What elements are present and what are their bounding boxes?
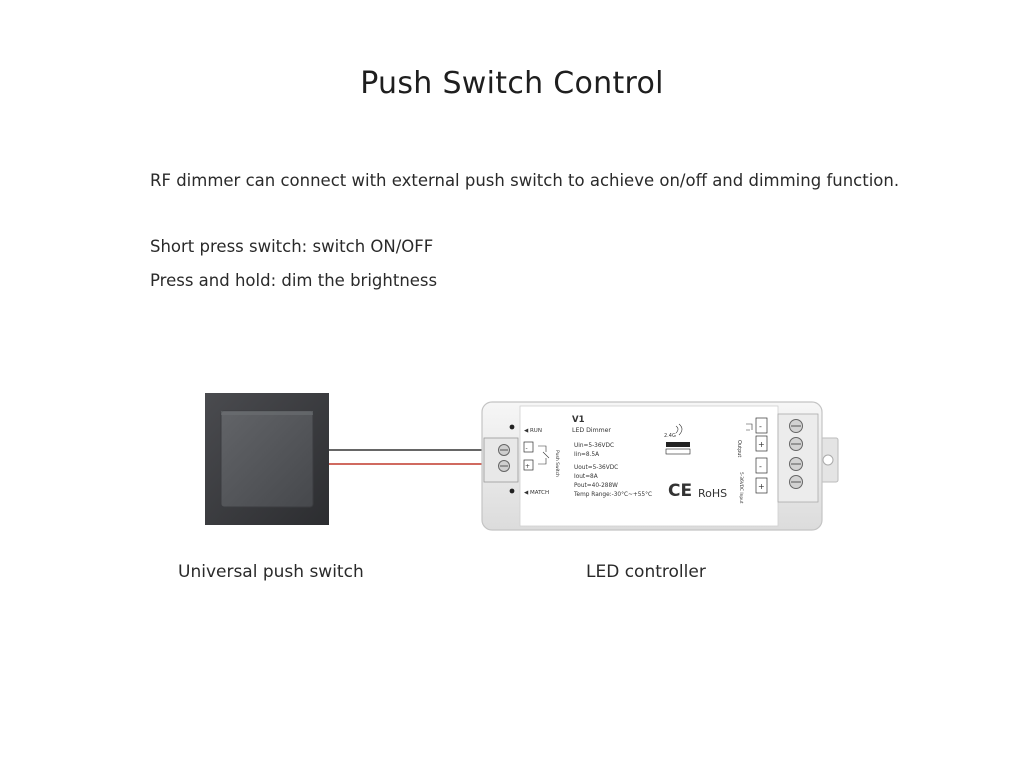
svg-text:+: + — [525, 463, 530, 470]
svg-text:+: + — [758, 440, 765, 449]
wires — [329, 449, 488, 465]
spec-uin: Uin=5-36VDC — [574, 443, 614, 449]
output-label: Output — [736, 440, 742, 457]
spec-temp-range: Temp Range:-30°C~+55°C — [573, 492, 652, 498]
controller-label-panel — [519, 405, 779, 527]
svg-text:-: - — [759, 462, 762, 471]
wireless-icon — [675, 423, 683, 436]
description-text: RF dimmer can connect with external push… — [150, 171, 900, 190]
svg-text:+: + — [758, 482, 765, 491]
spec-uout: Uout=5-36VDC — [574, 465, 618, 471]
instruction-press-hold: Press and hold: dim the brightness — [150, 271, 438, 290]
product-name: LED Dimmer — [572, 427, 611, 434]
svg-text:-: - — [526, 445, 528, 452]
led-controller-image: ◀ RUN ◀ MATCH - + Push Switch V1 LED Dim… — [481, 401, 839, 531]
caption-push-switch: Universal push switch — [178, 562, 364, 582]
rohs-mark: RoHS — [698, 487, 727, 500]
instruction-short-press: Short press switch: switch ON/OFF — [150, 237, 434, 256]
spec-iout: Iout=8A — [574, 474, 598, 480]
wiring-diagram: ◀ RUN ◀ MATCH - + Push Switch V1 LED Dim… — [205, 393, 839, 531]
caption-led-controller: LED controller — [586, 562, 706, 582]
spec-iin: Iin=8.5A — [574, 452, 599, 458]
push-switch-label: Push Switch — [554, 450, 560, 477]
ce-mark: CE — [668, 481, 692, 501]
svg-text:-: - — [759, 422, 762, 431]
page-title: Push Switch Control — [360, 66, 664, 101]
switch-rocker — [220, 410, 314, 508]
push-switch-image — [205, 393, 329, 525]
match-label: ◀ MATCH — [524, 490, 549, 496]
run-label: ◀ RUN — [524, 428, 542, 434]
input-label: 5-36VDC Input — [738, 472, 744, 504]
rf-label: 2.4G — [664, 433, 676, 439]
model-label: V1 — [572, 415, 585, 425]
spec-pout: Pout=40-288W — [574, 483, 618, 489]
